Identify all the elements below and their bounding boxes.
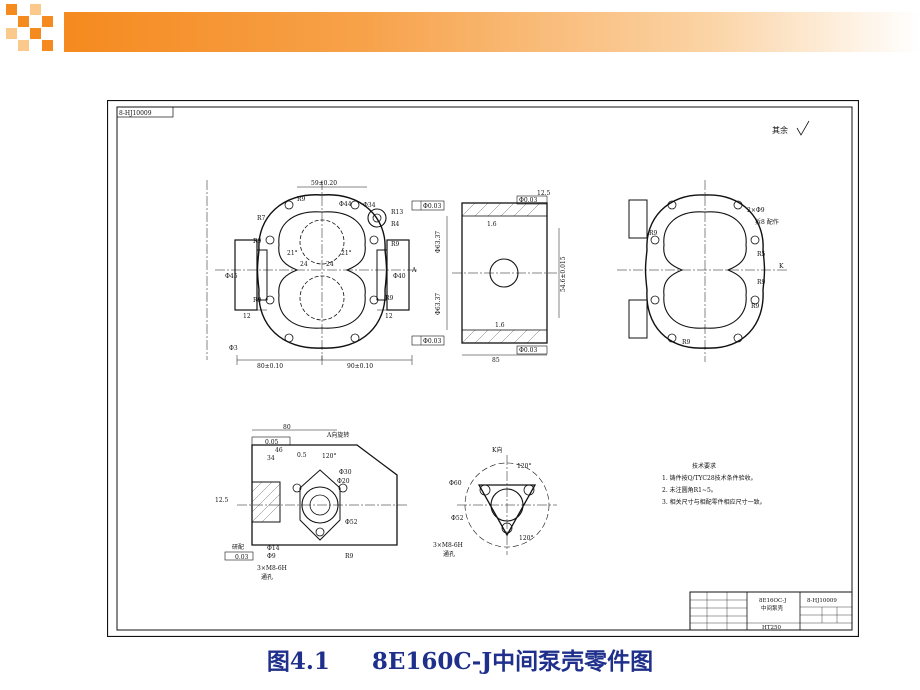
gdt-label: Φ0.03 bbox=[423, 338, 441, 345]
view-k: K向 120° Φ60 Φ52 3×M8-6H 通孔 120° bbox=[433, 446, 557, 558]
dim-label: K bbox=[779, 263, 784, 270]
view-label: A向旋转 bbox=[326, 431, 349, 439]
dim-label: 46 bbox=[275, 447, 283, 454]
dim-label: R9 bbox=[649, 230, 658, 237]
dim-label: R4 bbox=[391, 221, 400, 228]
sheet-border bbox=[107, 100, 859, 637]
dim-label: 54.6±0.015 bbox=[560, 256, 567, 292]
dim-label: 90±0.10 bbox=[347, 363, 373, 370]
dim-label: R9 bbox=[757, 279, 766, 286]
header-square bbox=[6, 4, 17, 15]
dim-label: 通孔 bbox=[443, 550, 455, 558]
dim-label: Φ20 bbox=[337, 478, 350, 485]
dim-label: R5 bbox=[757, 251, 766, 258]
dim-label: Φ52 bbox=[345, 519, 358, 526]
dim-label: 12 bbox=[243, 313, 251, 320]
engineering-drawing: 8-HJ10009 其余 bbox=[107, 100, 859, 637]
dim-label: 2×Φ9 bbox=[747, 207, 765, 214]
dim-label: R9 bbox=[253, 238, 262, 245]
drawing-code: 8-HJ10009 bbox=[807, 598, 837, 604]
dim-label: 1.6 bbox=[487, 221, 497, 228]
dim-label: 12.5 bbox=[537, 190, 551, 197]
dim-label: Φ9 bbox=[267, 553, 276, 560]
dim-label: Φ40 bbox=[393, 273, 406, 280]
tech-item: 2. 未注圆角R1~5。 bbox=[662, 486, 717, 494]
dim-label: Φ45 bbox=[225, 273, 238, 280]
dim-label: R13 bbox=[391, 209, 403, 216]
dim-label: 80 bbox=[283, 424, 291, 431]
section-a-view: A向旋转 80 46 34 0.5 120° Φ30 Φ20 Φ52 12.5 … bbox=[215, 424, 407, 581]
dim-label: Φ34 bbox=[363, 202, 376, 209]
title-block: 8E16OC-J 中间泵壳 8-HJ10009 HT250 bbox=[689, 591, 853, 631]
dim-label: Φ30 bbox=[339, 469, 352, 476]
dim-label: A bbox=[411, 267, 417, 274]
dim-label: 24 bbox=[326, 261, 334, 268]
dim-label: 研配 bbox=[232, 544, 244, 551]
tech-item: 1. 铸件按Q/TYC28技术条件验收。 bbox=[662, 474, 757, 482]
dim-label: 3×M8-6H bbox=[433, 542, 463, 549]
part-name: 中间泵壳 bbox=[761, 604, 784, 612]
dim-label: Φ63.37 bbox=[435, 231, 442, 253]
part-number: 8E16OC-J bbox=[759, 598, 786, 604]
side-view: 12.5 Φ63.37 Φ63.37 54.6±0.015 85 1.6 1.6… bbox=[435, 190, 567, 364]
front-view: 59±0.20 R9 R7 R9 Φ44 Φ34 R13 R4 R9 Φ45 Φ… bbox=[206, 180, 445, 370]
dim-label: Φ60 bbox=[449, 480, 462, 487]
dim-label: R9 bbox=[391, 241, 400, 248]
dim-label: 3×M8-6H bbox=[257, 565, 287, 572]
dim-label: R9 bbox=[751, 303, 760, 310]
gdt-label: 0.05 bbox=[265, 439, 279, 446]
dim-label: 拆8 配作 bbox=[755, 218, 779, 226]
drawing-code-top: 8-HJ10009 bbox=[119, 110, 152, 117]
gdt-label: Φ0.03 bbox=[423, 203, 441, 210]
dim-label: 59±0.20 bbox=[311, 180, 337, 187]
roughness-note: 其余 bbox=[772, 125, 788, 135]
view-label: K向 bbox=[492, 446, 502, 454]
dim-label: R9 bbox=[385, 295, 394, 302]
dim-label: 12.5 bbox=[215, 497, 229, 504]
dim-label: 24 bbox=[300, 261, 308, 268]
header-square bbox=[30, 28, 41, 39]
dim-label: 34 bbox=[267, 455, 275, 462]
figure-title: 8E160C-J中间泵壳零件图 bbox=[371, 648, 654, 675]
dim-label: Φ52 bbox=[451, 515, 464, 522]
figure-number: 图4.1 bbox=[266, 648, 330, 675]
dim-label: R7 bbox=[257, 215, 266, 222]
dim-label: R9 bbox=[682, 339, 691, 346]
material: HT250 bbox=[762, 625, 781, 631]
dim-label: R9 bbox=[345, 553, 354, 560]
header-square bbox=[42, 16, 53, 27]
gdt-label: Φ0.03 bbox=[519, 347, 537, 354]
header-square bbox=[42, 40, 53, 51]
dim-label: 80±0.10 bbox=[257, 363, 283, 370]
tech-title: 技术要求 bbox=[692, 462, 716, 470]
dim-label: Φ3 bbox=[229, 345, 238, 352]
dim-label: 21° bbox=[287, 250, 298, 257]
right-view: 2×Φ9 拆8 配作 R9 R5 R9 R9 R9 K bbox=[617, 180, 787, 362]
dim-label: 120° bbox=[519, 535, 533, 542]
tech-requirements: 技术要求 1. 铸件按Q/TYC28技术条件验收。 2. 未注圆角R1~5。 3… bbox=[662, 462, 766, 506]
dim-label: R9 bbox=[297, 196, 306, 203]
frame-border bbox=[116, 106, 853, 631]
tech-item: 3. 相关尺寸与相配零件相应尺寸一致。 bbox=[662, 498, 766, 506]
dim-label: 85 bbox=[492, 357, 500, 364]
dim-label: Φ14 bbox=[267, 545, 280, 552]
dim-label: Φ44 bbox=[339, 201, 352, 208]
gdt-label: 0.03 bbox=[235, 554, 249, 561]
gdt-label: Φ0.03 bbox=[519, 197, 537, 204]
dim-label: Φ63.37 bbox=[435, 293, 442, 315]
header-gradient-bar bbox=[64, 12, 920, 52]
dim-label: 12 bbox=[385, 313, 393, 320]
header-square bbox=[18, 16, 29, 27]
figure-caption: 图4.1 8E160C-J中间泵壳零件图 bbox=[0, 642, 920, 676]
header-square bbox=[18, 40, 29, 51]
header-square bbox=[6, 28, 17, 39]
dim-label: 通孔 bbox=[261, 573, 273, 581]
header-square bbox=[30, 4, 41, 15]
dim-label: 21° bbox=[341, 250, 352, 257]
dim-label: 0.5 bbox=[297, 452, 307, 459]
dim-label: 120° bbox=[322, 453, 336, 460]
dim-label: 120° bbox=[517, 463, 531, 470]
dim-label: 1.6 bbox=[495, 322, 505, 329]
dim-label: R9 bbox=[253, 297, 262, 304]
